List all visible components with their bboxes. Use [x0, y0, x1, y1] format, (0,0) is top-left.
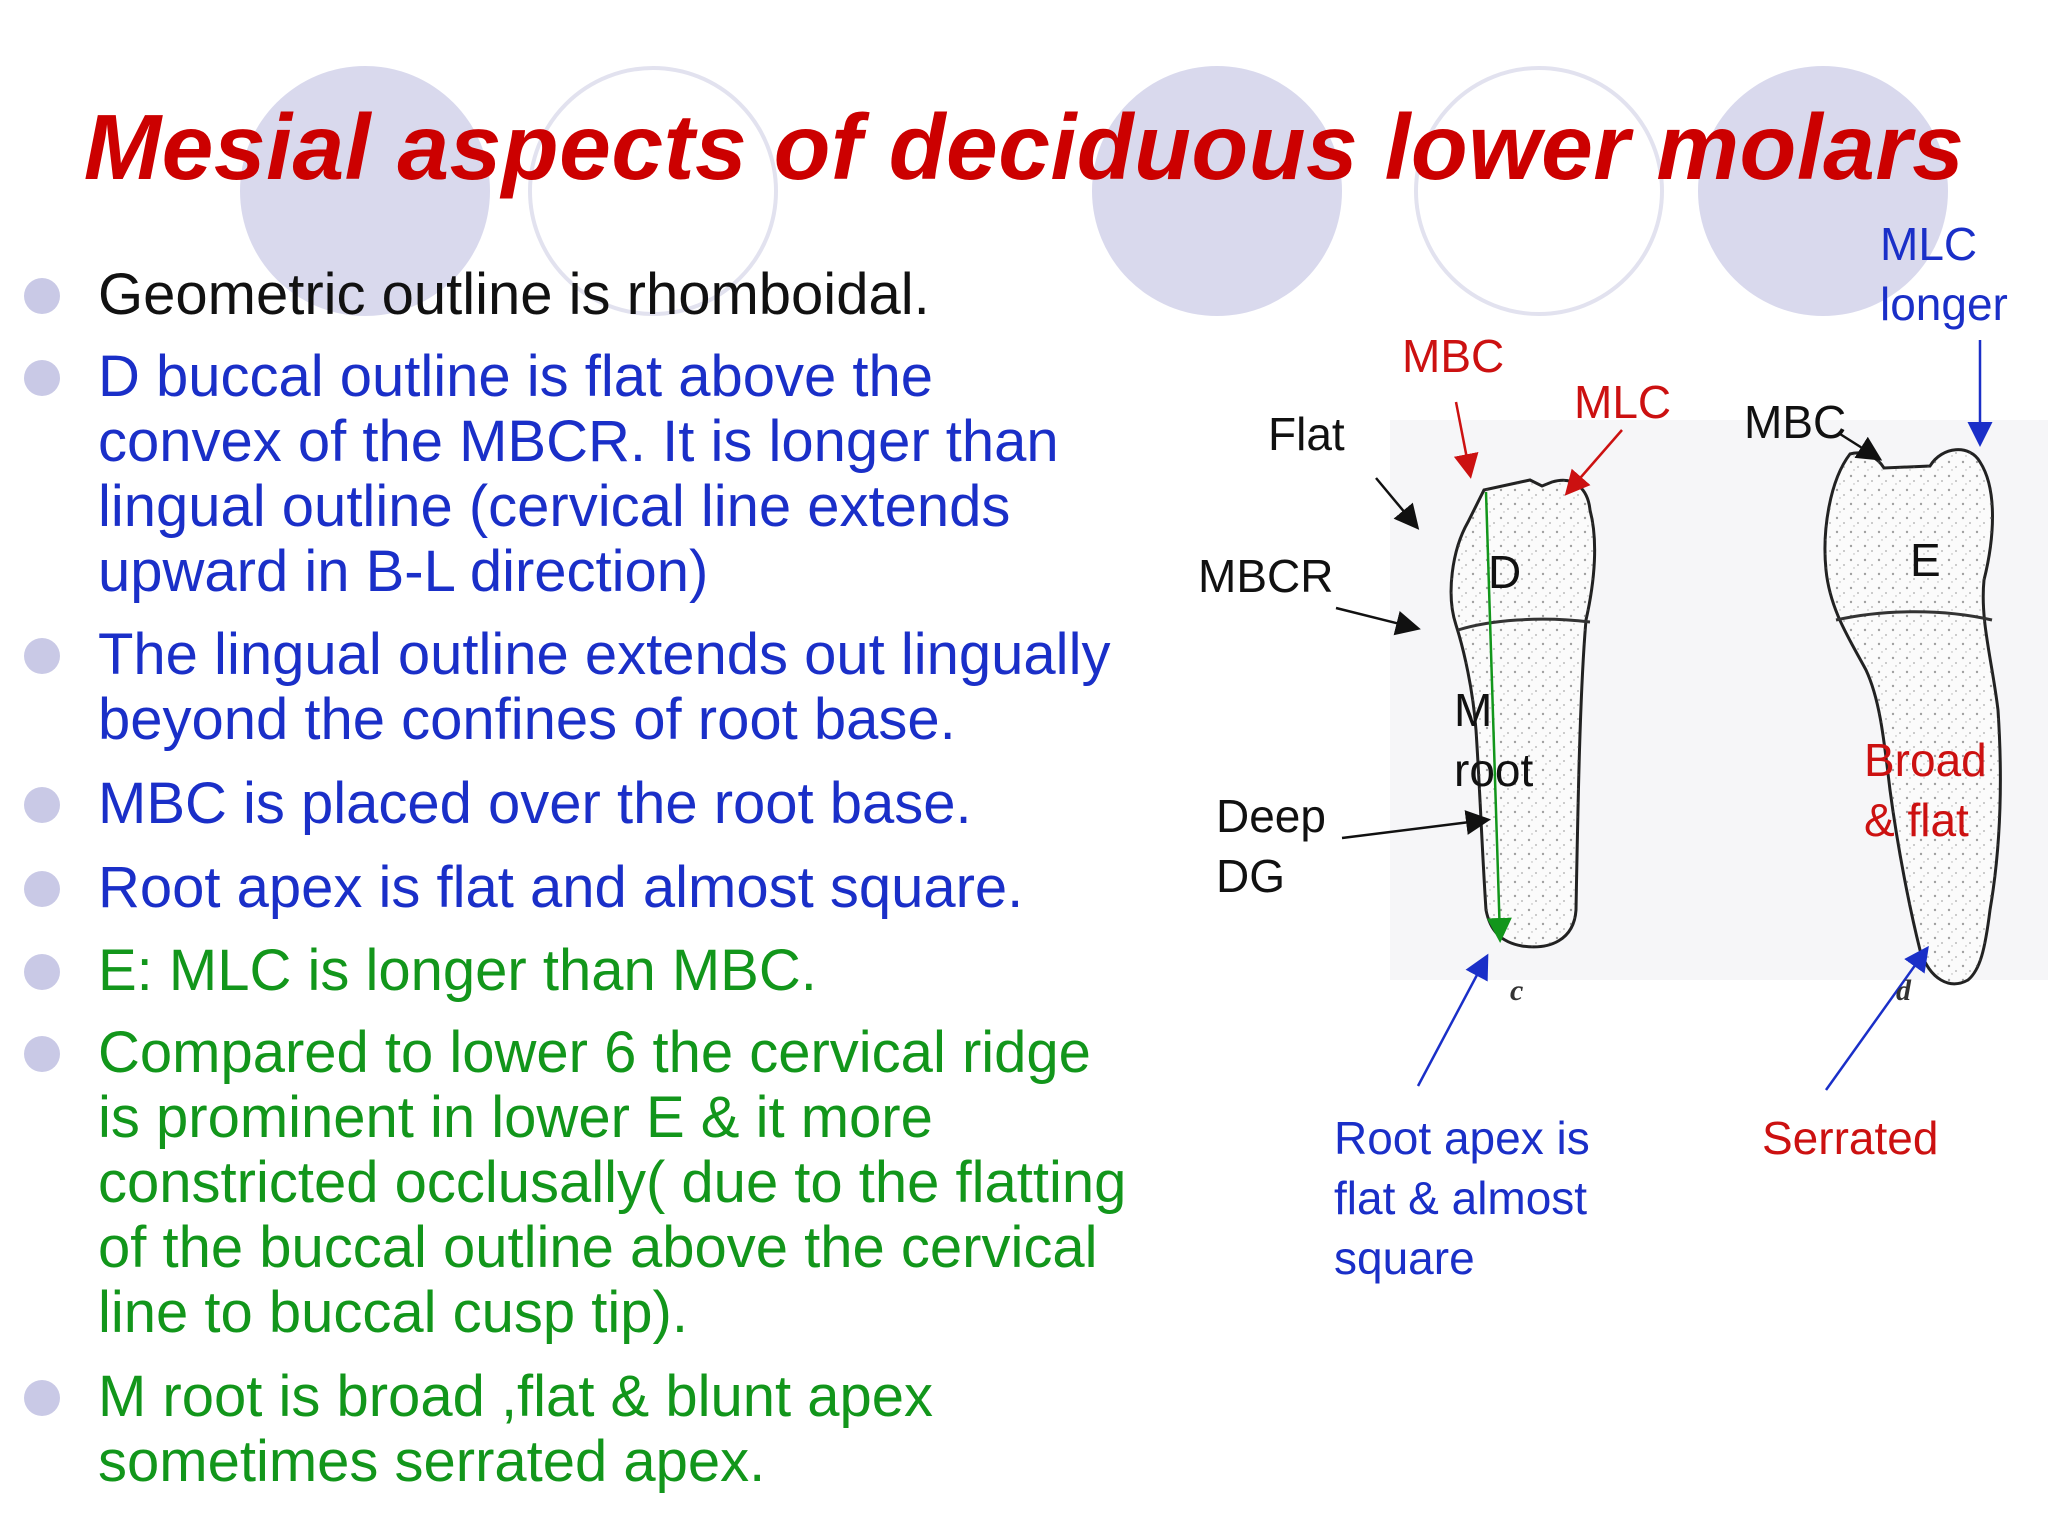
bullet-line: D buccal outline is flat above the [98, 344, 934, 409]
label-deep-dg-line: Deep [1216, 790, 1326, 842]
bullet-dot [24, 787, 60, 823]
label-mlc-longer: MLC longer [1880, 214, 2008, 334]
label-root-apex-line: square [1334, 1232, 1475, 1284]
arrow-flat [1375, 477, 1420, 530]
bullet-line: Root apex is flat and almost square. [98, 855, 1024, 920]
bullet-dot [24, 954, 60, 990]
label-deep-dg-line: DG [1216, 850, 1285, 902]
tooth-d-stipple [1825, 449, 2001, 984]
tooth-c-axis-line [1484, 491, 1512, 943]
arrow-deep-dg [1341, 810, 1491, 840]
arrow-mbc-right [1839, 432, 1883, 461]
bullet-line: line to buccal cusp tip). [98, 1280, 688, 1345]
bullet-item: Root apex is flat and almost square. [24, 855, 1024, 920]
arrow-serrated [1824, 945, 1929, 1091]
label-mlc-longer-line: longer [1880, 278, 2008, 330]
tooth-diagram: MBC MLC Flat MBCR D M root Deep DG Root … [1190, 150, 2048, 1330]
bullet-item: D buccal outline is flat above the conve… [24, 344, 1059, 604]
bullet-dot [24, 360, 60, 396]
arrow-mbcr [1335, 606, 1421, 636]
bullet-dot [24, 638, 60, 674]
bullet-line: The lingual outline extends out linguall… [98, 622, 1111, 687]
label-root-apex-line: flat & almost [1334, 1172, 1588, 1224]
tooth-d [1823, 448, 2002, 986]
bullet-dot [24, 871, 60, 907]
bullet-line: convex of the MBCR. It is longer than [98, 409, 1059, 474]
decor-circle-1 [240, 66, 490, 316]
label-mlc-left: MLC [1574, 376, 1672, 428]
bullet-line: MBC is placed over the root base. [98, 771, 972, 836]
bullet-item: The lingual outline extends out linguall… [24, 622, 1111, 752]
bullet-item: MBC is placed over the root base. [24, 771, 972, 836]
label-d: D [1488, 546, 1522, 598]
label-mlc-longer-line: MLC [1880, 218, 1978, 270]
bullet-line: of the buccal outline above the cervical [98, 1215, 1098, 1280]
label-root-apex-line: Root apex is [1334, 1112, 1590, 1164]
figure-caption-d: d [1896, 974, 1911, 1007]
label-mbcr: MBCR [1198, 550, 1334, 602]
label-e: E [1910, 534, 1941, 586]
bullet-line: constricted occlusally( due to the flatt… [98, 1150, 1127, 1215]
slide-title: Mesial aspects of deciduous lower molars [83, 95, 1965, 199]
bullet-line: is prominent in lower E & it more [98, 1085, 933, 1150]
bullet-item: Geometric outline is rhomboidal. [24, 262, 930, 327]
arrow-root-apex [1416, 953, 1489, 1087]
bullet-dot [24, 278, 60, 314]
arrow-mlc-left [1564, 429, 1623, 496]
label-serrated: Serrated [1762, 1112, 1939, 1164]
label-m-root-line: M [1454, 684, 1493, 736]
tooth-drawing [1335, 340, 2048, 1091]
decor-circle-4 [1414, 66, 1664, 316]
bullet-line: lingual outline (cervical line extends [98, 474, 1011, 539]
tooth-d-cervical-line [1835, 610, 1993, 622]
decor-circle-3 [1092, 66, 1342, 316]
label-flat: Flat [1268, 408, 1345, 460]
label-root-apex-note: Root apex is flat & almost square [1334, 1108, 1590, 1288]
arrow-mbc-left [1453, 401, 1479, 479]
bullet-line: beyond the confines of root base. [98, 687, 956, 752]
label-broad-flat-line: & flat [1864, 794, 1969, 846]
bullet-line: Geometric outline is rhomboidal. [98, 262, 930, 327]
bullet-line: Compared to lower 6 the cervical ridge [98, 1020, 1091, 1085]
label-mbc-right: MBC [1744, 396, 1847, 448]
label-m-root: M root [1454, 680, 1533, 800]
label-broad-flat: Broad & flat [1864, 730, 1987, 850]
bullet-item: E: MLC is longer than MBC. [24, 938, 817, 1003]
label-mbc-left: MBC [1402, 330, 1505, 382]
bullet-item: M root is broad ,flat & blunt apex somet… [24, 1364, 933, 1494]
decor-circle-2 [528, 66, 778, 316]
label-broad-flat-line: Broad [1864, 734, 1987, 786]
tooth-c-cervical-line [1457, 617, 1591, 632]
bullet-line: upward in B-L direction) [98, 539, 709, 604]
bullet-line: M root is broad ,flat & blunt apex [98, 1364, 933, 1429]
bullet-line: sometimes serrated apex. [98, 1429, 766, 1494]
bullet-dot [24, 1036, 60, 1072]
label-m-root-line: root [1454, 744, 1534, 796]
bullet-dot [24, 1380, 60, 1416]
decor-circle-5 [1698, 66, 1948, 316]
figure-caption-c: c [1510, 974, 1524, 1007]
bullet-line: E: MLC is longer than MBC. [98, 938, 817, 1003]
label-deep-dg: Deep DG [1216, 786, 1326, 906]
bullet-item: Compared to lower 6 the cervical ridge i… [24, 1020, 1127, 1345]
